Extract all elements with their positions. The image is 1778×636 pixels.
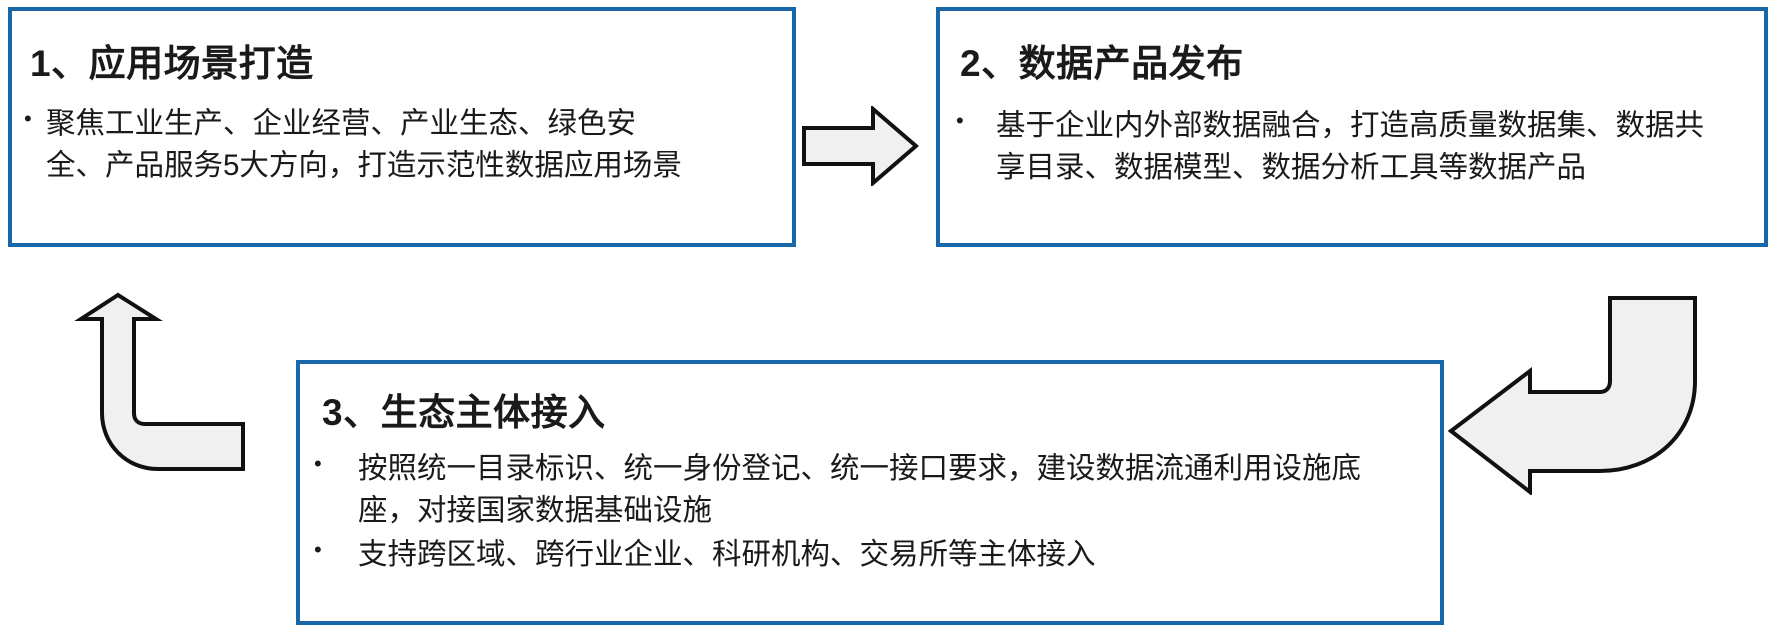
card-3-bullet-list: • 按照统一目录标识、统一身份登记、统一接口要求，建设数据流通利用设施底座，对接… bbox=[314, 448, 1440, 576]
card-3-bullet-2-text: 支持跨区域、跨行业企业、科研机构、交易所等主体接入 bbox=[358, 537, 1096, 571]
card-3-title: 3、生态主体接入 bbox=[322, 392, 606, 433]
arrow-curve-left-up-icon bbox=[60, 292, 245, 472]
card-2-bullet-1-text: 基于企业内外部数据融合，打造高质量数据集、数据共享目录、数据模型、数据分析工具等… bbox=[996, 109, 1705, 184]
arrow-right-icon bbox=[801, 104, 920, 188]
list-item: • 按照统一目录标识、统一身份登记、统一接口要求，建设数据流通利用设施底座，对接… bbox=[314, 448, 1440, 532]
bullet-dot-icon: • bbox=[314, 536, 322, 562]
list-item: • 基于企业内外部数据融合，打造高质量数据集、数据共享目录、数据模型、数据分析工… bbox=[956, 105, 1764, 189]
bullet-dot-icon: • bbox=[314, 451, 322, 476]
bullet-dot-icon: • bbox=[24, 106, 32, 131]
card-1-title: 1、应用场景打造 bbox=[30, 43, 314, 84]
process-step-card-3[interactable]: 3、生态主体接入 • 按照统一目录标识、统一身份登记、统一接口要求，建设数据流通… bbox=[296, 360, 1444, 625]
card-2-bullet-list: • 基于企业内外部数据融合，打造高质量数据集、数据共享目录、数据模型、数据分析工… bbox=[956, 105, 1764, 189]
card-3-bullet-1-text: 按照统一目录标识、统一身份登记、统一接口要求，建设数据流通利用设施底座，对接国家… bbox=[358, 452, 1362, 527]
card-1-bullet-1-text: 聚焦工业生产、企业经营、产业生态、绿色安全、产品服务5大方向，打造示范性数据应用… bbox=[46, 107, 682, 182]
card-2-title: 2、数据产品发布 bbox=[960, 43, 1244, 84]
bullet-dot-icon: • bbox=[956, 108, 964, 133]
list-item: • 支持跨区域、跨行业企业、科研机构、交易所等主体接入 bbox=[314, 534, 1440, 576]
card-1-bullet-list: • 聚焦工业生产、企业经营、产业生态、绿色安全、产品服务5大方向，打造示范性数据… bbox=[24, 103, 792, 187]
arrow-curve-down-left-icon bbox=[1447, 295, 1698, 497]
process-step-card-1[interactable]: 1、应用场景打造 • 聚焦工业生产、企业经营、产业生态、绿色安全、产品服务5大方… bbox=[8, 7, 796, 247]
list-item: • 聚焦工业生产、企业经营、产业生态、绿色安全、产品服务5大方向，打造示范性数据… bbox=[24, 103, 792, 187]
process-step-card-2[interactable]: 2、数据产品发布 • 基于企业内外部数据融合，打造高质量数据集、数据共享目录、数… bbox=[936, 7, 1768, 247]
